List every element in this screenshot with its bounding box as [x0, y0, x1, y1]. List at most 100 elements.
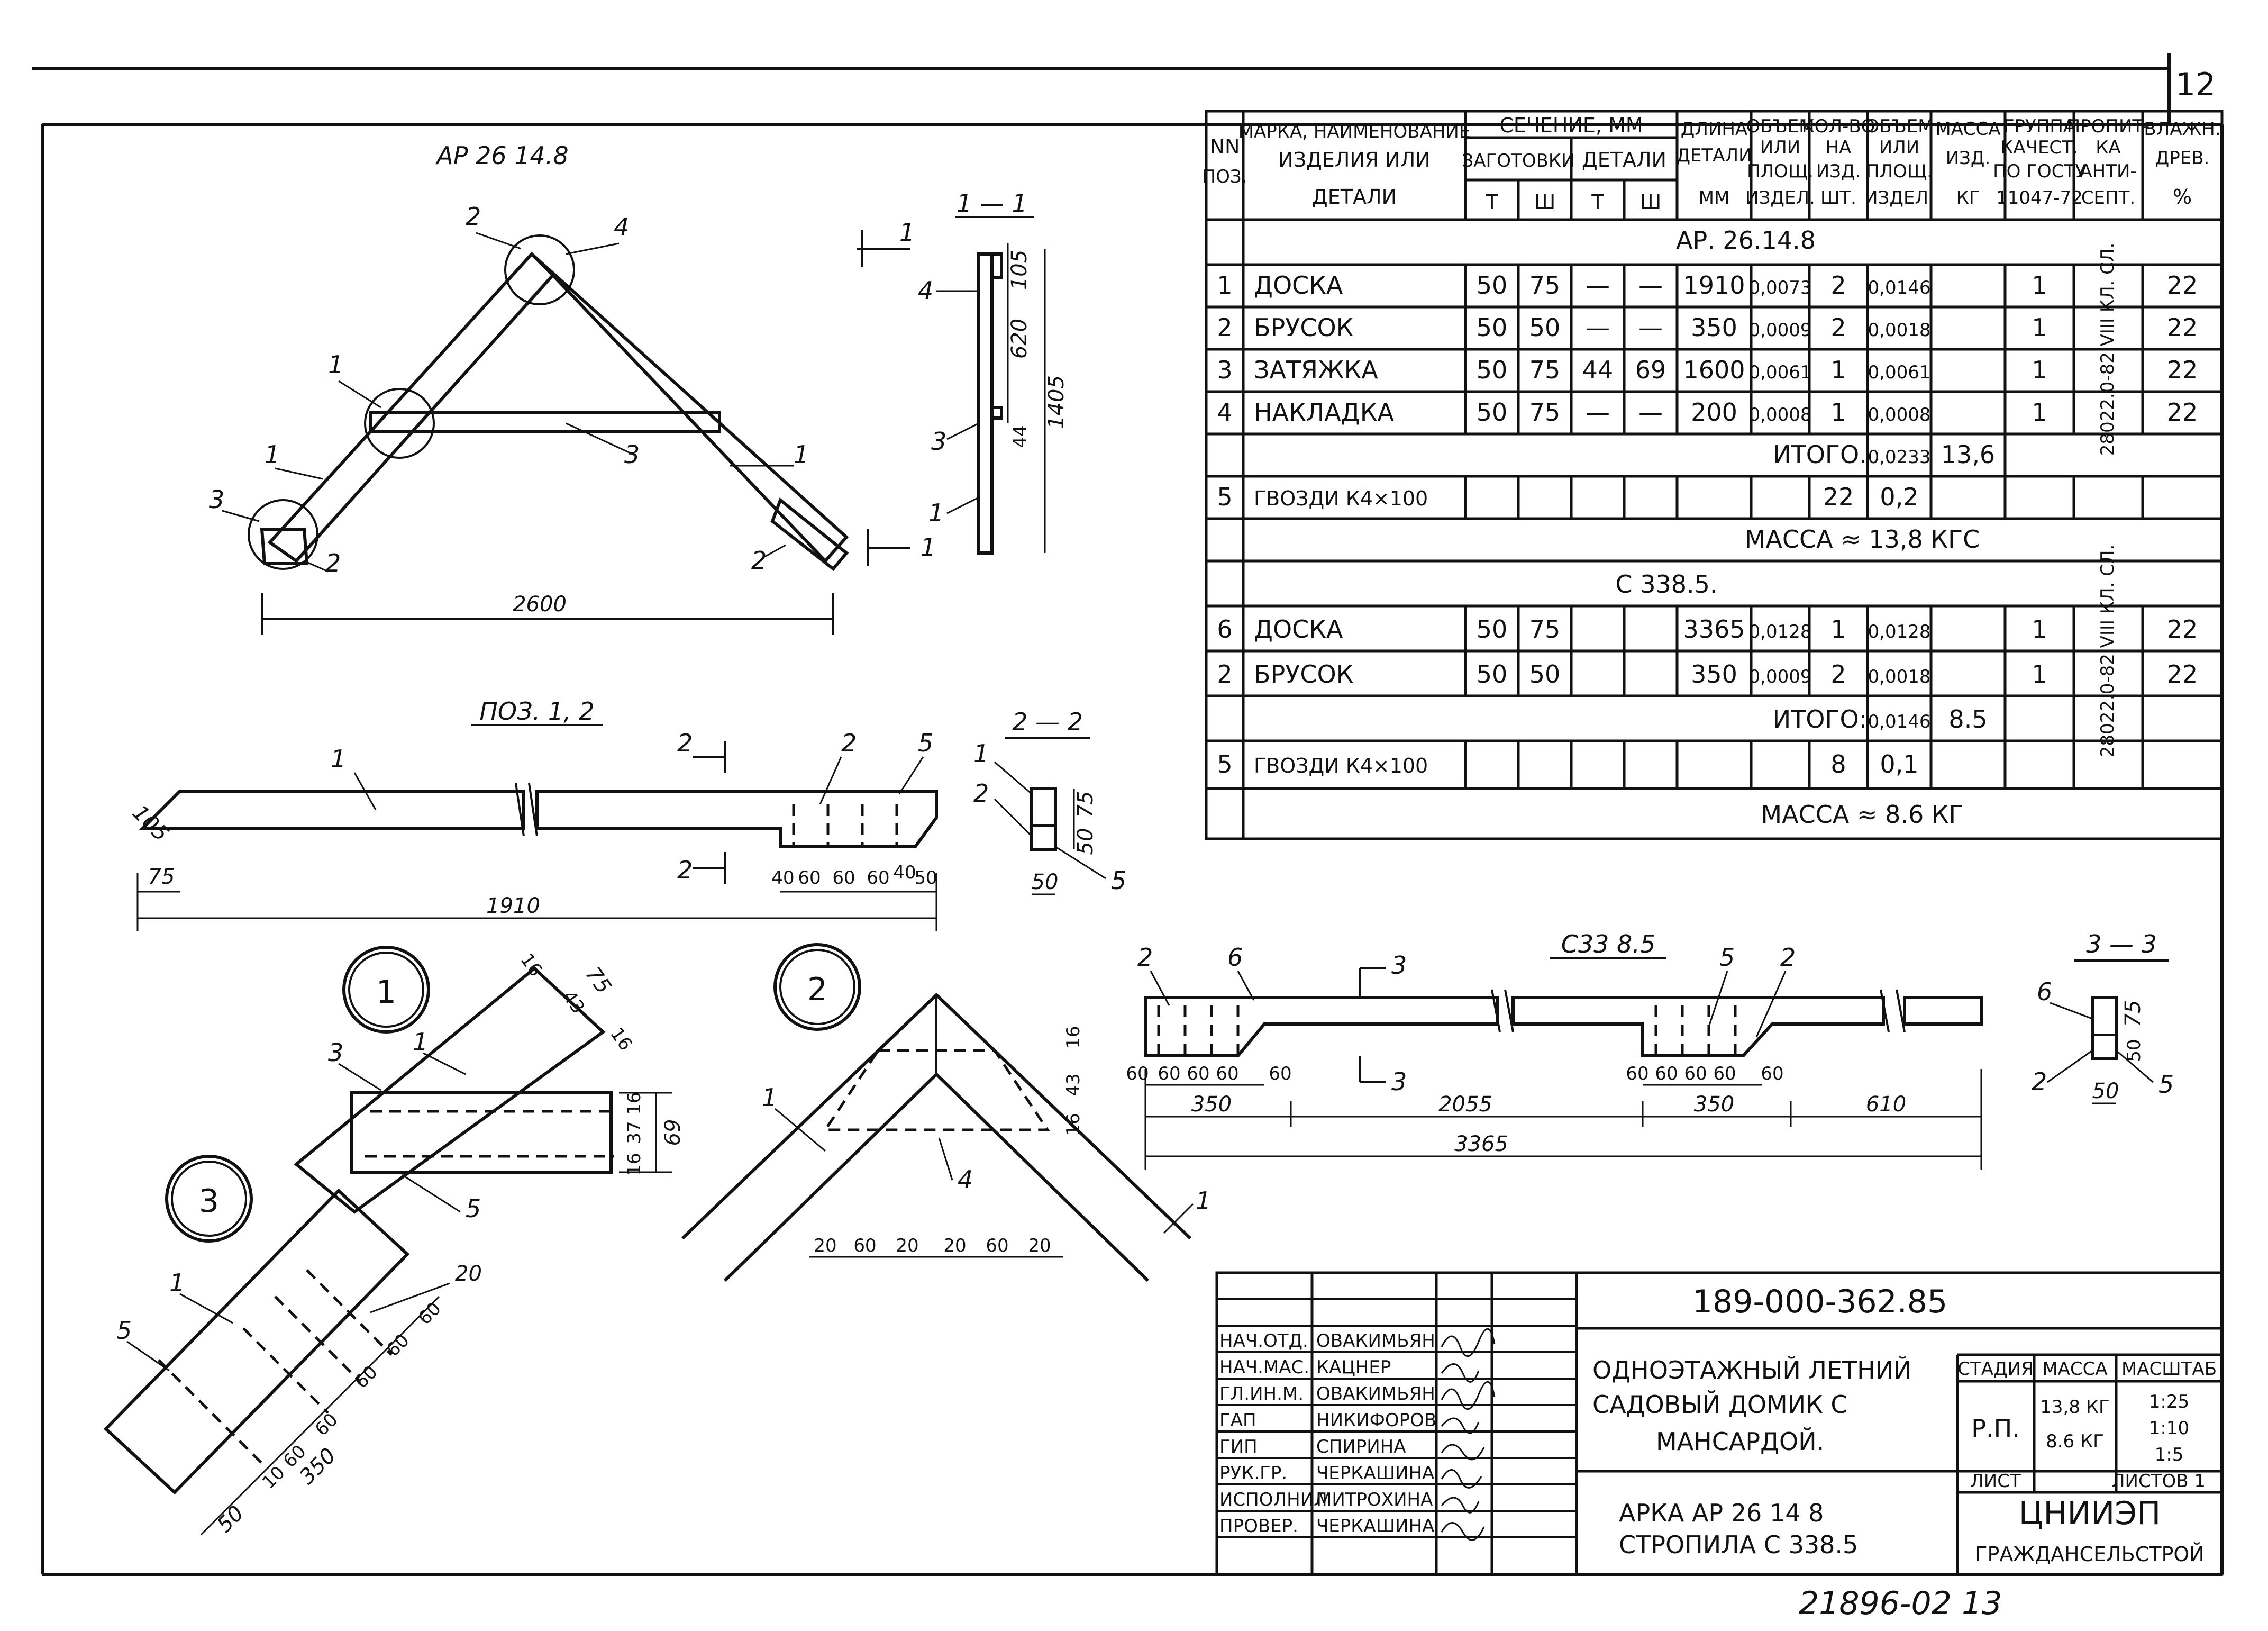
node-1-dim-37: 37: [624, 1121, 645, 1144]
section-1-1-callout-3: 3: [931, 427, 946, 456]
drawing-code: 189-000-362.85: [1692, 1283, 1947, 1320]
signature-list: НАЧ.ОТД. ОВАКИМЬЯН НАЧ.МАС. КАЦНЕР ГЛ.ИН…: [1219, 1330, 1436, 1537]
hdr-qty-3: ИЗД.: [1816, 161, 1861, 182]
g1r1-grp: 1: [2032, 271, 2047, 300]
group2-total-mass: 8.5: [1948, 705, 1987, 733]
arch-view: АР 26 14.8 2 4 1 1 3 1 3 2 2 2600: [209, 141, 849, 635]
section-1-1-dim-105: 105: [1007, 250, 1032, 290]
g1r3-dt: 44: [1582, 356, 1614, 384]
g1r2-name: БРУСОК: [1254, 313, 1353, 342]
g1r4-len: 200: [1691, 398, 1737, 427]
archive-number: 21896-02 13: [1799, 1585, 2002, 1622]
g1r3-t: 50: [1477, 356, 1508, 384]
hdr-vtot-2: ИЛИ: [1879, 137, 1919, 158]
g2r1-sh: 75: [1529, 615, 1561, 644]
hdr-mass-3: КГ: [1956, 187, 1980, 209]
section-2-2: 2 — 2 1 2 5 75 50 50: [973, 708, 1126, 895]
sig-role-1: НАЧ.ОТД.: [1219, 1330, 1308, 1352]
sig-role-2: НАЧ.МАС.: [1219, 1357, 1309, 1378]
g1r3-dsh: 69: [1635, 356, 1666, 384]
g2-nails-mass: 0,1: [1880, 750, 1918, 778]
group2-title: С 338.5.: [1615, 570, 1717, 599]
node-3-dim-10: 10: [258, 1462, 289, 1493]
node-1-detail: 1 3 1 5 16 75 43 16 16 37 69 16: [294, 946, 685, 1223]
node-1-callout-1: 1: [413, 1028, 428, 1056]
mass-value-1: 13,8 КГ: [2040, 1397, 2109, 1418]
hdr-vol-2: ИЛИ: [1760, 137, 1800, 158]
node-3-dim-60a: 60: [414, 1298, 445, 1329]
g1r3-pos: 3: [1217, 356, 1232, 384]
scale-value-1: 1:25: [2149, 1391, 2189, 1412]
g2r1-len: 3365: [1683, 615, 1745, 644]
node-1-callout-5: 5: [466, 1194, 481, 1223]
hdr-nn-2: ПОЗ.: [1203, 166, 1247, 187]
sheets-label: ЛИСТОВ 1: [2111, 1471, 2206, 1492]
g2r1-pos: 6: [1217, 615, 1232, 644]
hdr-vtot-4: ИЗДЕЛ.: [1864, 187, 1934, 209]
group1-total-label: ИТОГО.: [1773, 440, 1867, 469]
table-row: 2 БРУСОК 50 50 350 0,0009 2 0,0018 1 22: [1217, 660, 2198, 688]
g2r1-grp: 1: [2032, 615, 2047, 644]
hdr-mass-2: ИЗД.: [1946, 148, 1991, 169]
g2r2-grp: 1: [2032, 660, 2047, 688]
group1-title: АР. 26.14.8: [1676, 226, 1816, 255]
arch-callout-3: 3: [624, 440, 640, 469]
section-3-3: 3 — 3 6 2 5 75 50 50: [2032, 930, 2174, 1104]
section-3-3-title: 3 — 3: [2086, 930, 2157, 958]
scale-value-2: 1:10: [2149, 1418, 2189, 1439]
g1r2-sh: 50: [1529, 313, 1561, 342]
rafter-dim-3365: 3365: [1454, 1132, 1508, 1156]
pos-1-2-dim-d: 60: [867, 867, 889, 889]
g2-nails-qty: 8: [1830, 750, 1846, 778]
g2r2-name: БРУСОК: [1254, 660, 1353, 688]
g1r2-t: 50: [1477, 313, 1508, 342]
g1r3-vol: 0,0061: [1749, 362, 1812, 383]
arch-title: АР 26 14.8: [435, 141, 568, 170]
node-2-callout-1-right: 1: [1196, 1186, 1211, 1215]
g1r4-dt: —: [1586, 398, 1610, 427]
section-mark-3-top: 3: [1391, 951, 1407, 980]
rafter-callout-2-right: 2: [1780, 943, 1796, 972]
node-3-dim-60e: 60: [311, 1409, 342, 1440]
g2r1-vol: 0,0128: [1749, 621, 1812, 642]
hdr-group-3: ПО ГОСТУ: [1993, 161, 2086, 182]
g1r4-vtot: 0,0008: [1868, 404, 1931, 425]
mass-value-2: 8.6 КГ: [2046, 1431, 2104, 1452]
pos-1-2-dim-75: 75: [148, 865, 175, 889]
org-line-2: ГРАЖДАНСЕЛЬСТРОЙ: [1975, 1543, 2204, 1566]
project-title-line-1: ОДНОЭТАЖНЫЙ ЛЕТНИЙ: [1592, 1356, 1912, 1384]
section-3-3-dim-50v: 50: [2124, 1039, 2145, 1062]
pos-1-2-callout-2: 2: [841, 729, 857, 757]
stage-value: Р.П.: [1971, 1414, 2020, 1443]
sig-name-4: НИКИФОРОВ: [1316, 1410, 1436, 1431]
pos-1-2-dim-b: 60: [798, 867, 821, 889]
section-1-1-title: 1 — 1: [957, 189, 1027, 218]
section-mark-3-bottom: 3: [1391, 1067, 1407, 1096]
rafter-view: С33 8.5 2 6 5 2 3 3 16 43 16 60 60 60 60…: [1063, 930, 1983, 1170]
section-mark-1-top: 1: [899, 218, 915, 247]
table-row: 5 ГВОЗДИ К4×100 8 0,1: [1217, 750, 1918, 778]
hdr-group-4: 11047-72: [1996, 187, 2083, 209]
table-row: 1 ДОСКА 50 75 — — 1910 0,0073 2 0,0146 1…: [1217, 271, 2198, 300]
sig-role-8: ПРОВЕР.: [1219, 1516, 1298, 1537]
hdr-impreg-2: КА: [2096, 137, 2120, 158]
g1r4-t: 50: [1477, 398, 1508, 427]
node-2-dim-20c: 20: [943, 1235, 966, 1256]
g1r3-qty: 1: [1830, 356, 1846, 384]
g1-nails-name: ГВОЗДИ К4×100: [1254, 487, 1428, 510]
sheet-label: ЛИСТ: [1970, 1471, 2021, 1492]
section-3-3-callout-2: 2: [2032, 1067, 2047, 1096]
hdr-name-2: ИЗДЕЛИЯ ИЛИ: [1278, 148, 1430, 171]
hdr-t1: Т: [1485, 191, 1498, 214]
sig-role-6: РУК.ГР.: [1219, 1463, 1287, 1484]
sig-role-3: ГЛ.ИН.М.: [1219, 1383, 1304, 1405]
rafter-dim-60e: 60: [1269, 1063, 1291, 1084]
arch-callout-2-top: 2: [466, 202, 481, 231]
rafter-dim-350b: 350: [1694, 1092, 1734, 1117]
pos-1-2-dim-1910: 1910: [486, 894, 540, 918]
node-2-detail: 2 1 4 1 20 60 20 20 60 20: [681, 943, 1211, 1282]
rafter-dim-43: 43: [1063, 1073, 1084, 1096]
g2r1-t: 50: [1477, 615, 1508, 644]
node-2-callout-1-left: 1: [762, 1083, 777, 1112]
rafter-dim-16a: 16: [1063, 1026, 1084, 1048]
